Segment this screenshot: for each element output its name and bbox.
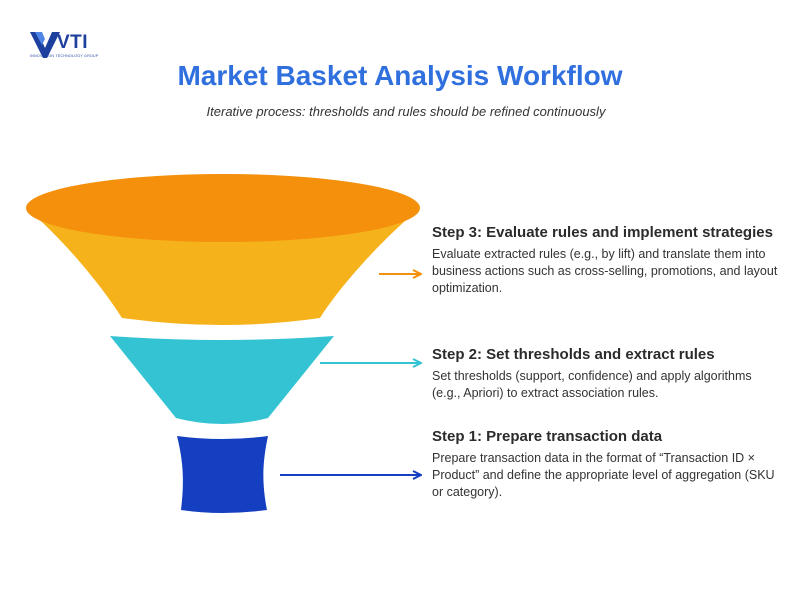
page-subtitle: Iterative process: thresholds and rules …: [206, 104, 606, 119]
funnel-layer-step1: [177, 436, 268, 513]
step2-description: Set thresholds (support, confidence) and…: [432, 369, 752, 400]
page-title: Market Basket Analysis Workflow: [177, 60, 623, 91]
vti-logo-icon: [30, 32, 60, 58]
step1-title: Step 1: Prepare transaction data: [432, 428, 663, 445]
step2-title: Step 2: Set thresholds and extract rules: [432, 346, 715, 363]
step3-block: Step 3: Evaluate rules and implement str…: [432, 222, 782, 297]
logo-text: VTI: [57, 32, 89, 53]
step1-description: Prepare transaction data in the format o…: [432, 451, 775, 499]
step3-description: Evaluate extracted rules (e.g., by lift)…: [432, 247, 778, 295]
step1-block: Step 1: Prepare transaction data Prepare…: [432, 426, 782, 501]
logo-tagline: INNOVATION TECHNOLOGY GROUP: [30, 54, 99, 58]
step2-block: Step 2: Set thresholds and extract rules…: [432, 344, 782, 402]
funnel-layer-step3: [26, 174, 420, 325]
step3-title: Step 3: Evaluate rules and implement str…: [432, 224, 773, 241]
funnel-layer-step2: [110, 336, 334, 424]
